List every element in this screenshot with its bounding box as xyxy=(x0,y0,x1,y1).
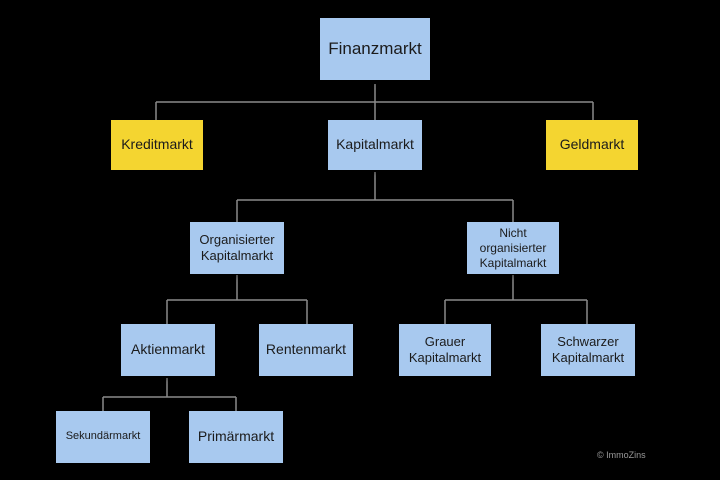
node-aktienmarkt-label: Aktienmarkt xyxy=(131,341,205,358)
node-grauer-kapitalmarkt-label: Grauer Kapitalmarkt xyxy=(408,333,482,365)
node-kreditmarkt: Kreditmarkt xyxy=(111,120,203,170)
node-schwarzer-kapitalmarkt-label: Schwarzer Kapitalmarkt xyxy=(551,333,625,365)
node-schwarzer-kapitalmarkt: Schwarzer Kapitalmarkt xyxy=(541,324,635,376)
node-geldmarkt: Geldmarkt xyxy=(546,120,638,170)
node-sekundaermarkt: Sekundärmarkt xyxy=(56,411,150,463)
node-primaermarkt-label: Primärmarkt xyxy=(197,428,275,445)
copyright-notice: © ImmoZins xyxy=(597,450,646,460)
node-nicht-organisierter-kapitalmarkt: Nicht organisierter Kapitalmarkt xyxy=(467,222,559,274)
node-kapitalmarkt: Kapitalmarkt xyxy=(328,120,422,170)
node-primaermarkt: Primärmarkt xyxy=(189,411,283,463)
node-geldmarkt-label: Geldmarkt xyxy=(559,136,625,153)
node-grauer-kapitalmarkt: Grauer Kapitalmarkt xyxy=(399,324,491,376)
node-finanzmarkt: Finanzmarkt xyxy=(320,18,430,80)
node-sekundaermarkt-label: Sekundärmarkt xyxy=(65,430,141,443)
node-nicht-organisierter-kapitalmarkt-label: Nicht organisierter Kapitalmarkt xyxy=(479,225,547,270)
node-organisierter-kapitalmarkt-label: Organisierter Kapitalmarkt xyxy=(199,231,275,263)
node-kapitalmarkt-label: Kapitalmarkt xyxy=(336,136,414,153)
node-aktienmarkt: Aktienmarkt xyxy=(121,324,215,376)
node-kreditmarkt-label: Kreditmarkt xyxy=(121,136,193,153)
node-rentenmarkt-label: Rentenmarkt xyxy=(265,341,347,358)
node-organisierter-kapitalmarkt: Organisierter Kapitalmarkt xyxy=(190,222,284,274)
node-finanzmarkt-label: Finanzmarkt xyxy=(328,39,422,59)
node-rentenmarkt: Rentenmarkt xyxy=(259,324,353,376)
